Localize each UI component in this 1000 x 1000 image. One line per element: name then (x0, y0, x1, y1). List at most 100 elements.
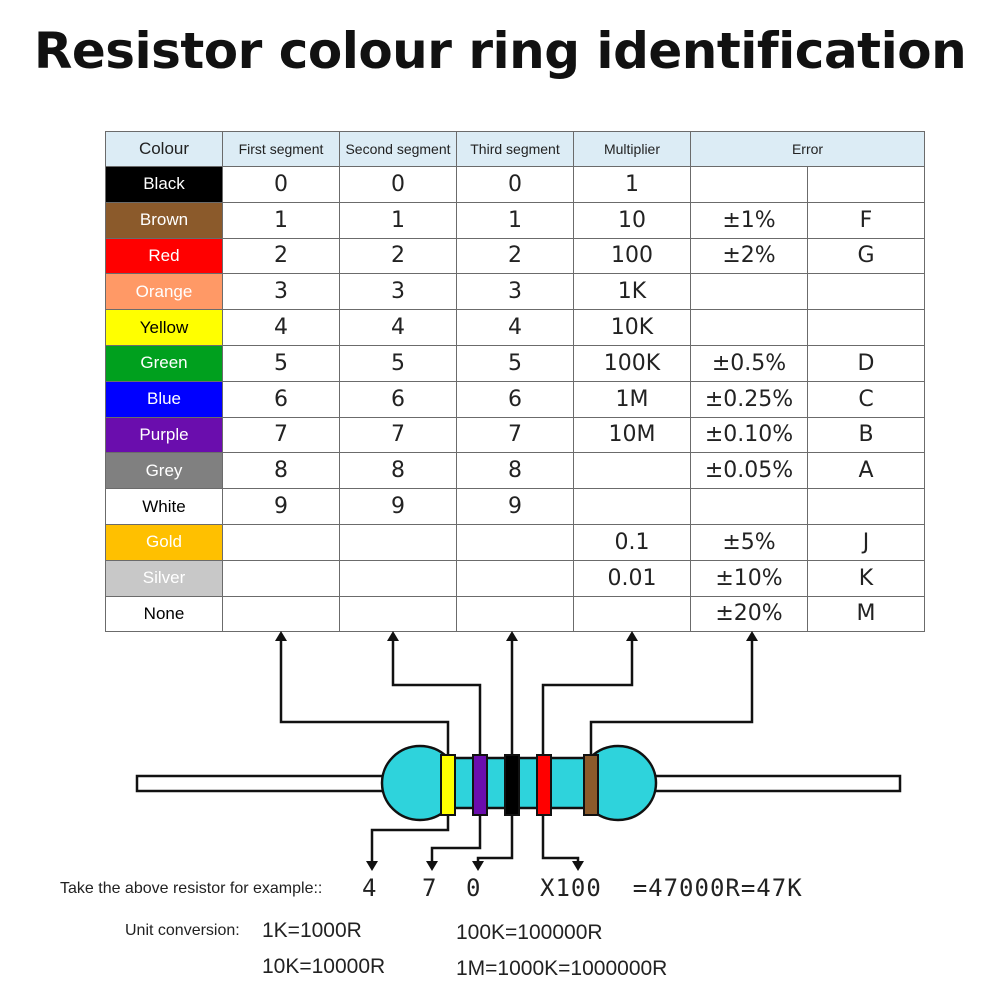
example-digit-3: 0 (466, 874, 481, 902)
second-segment-cell: 3 (339, 273, 457, 311)
arrow-band1-to-first (275, 631, 450, 757)
colour-swatch-cell: Brown (105, 201, 223, 239)
tolerance-code-cell: F (807, 201, 925, 239)
first-segment-cell: 3 (222, 273, 340, 311)
resistor-lead-left (135, 774, 389, 793)
tolerance-cell: ±0.10% (690, 416, 808, 454)
tolerance-code-cell: M (807, 595, 925, 633)
header-third-segment: Third segment (456, 131, 574, 167)
colour-swatch-cell: Red (105, 237, 223, 275)
colour-swatch-cell: Green (105, 344, 223, 382)
first-segment-cell: 7 (222, 416, 340, 454)
table-row: None ±20%M (105, 595, 925, 633)
tolerance-code-cell (807, 309, 925, 346)
multiplier-cell: 100K (573, 344, 691, 382)
unit-conversion-10k: 10K=10000R (262, 955, 386, 978)
arrow-band4-to-multiplier (541, 815, 584, 871)
tolerance-cell: ±0.25% (690, 380, 808, 418)
tolerance-code-cell: C (807, 380, 925, 418)
tolerance-code-cell: G (807, 237, 925, 275)
tolerance-cell: ±2% (690, 237, 808, 275)
colour-swatch-cell: Black (105, 166, 223, 203)
example-result: X100 =47000R=47K (540, 874, 803, 902)
second-segment-cell: 5 (339, 344, 457, 382)
tolerance-code-cell (807, 488, 925, 525)
tolerance-cell (690, 273, 808, 311)
tolerance-cell: ±20% (690, 595, 808, 633)
pointer-arrows-up (275, 631, 758, 757)
unit-conversion-1m: 1M=1000K=1000000R (456, 957, 668, 980)
header-first-segment: First segment (222, 131, 340, 167)
unit-conversion-100k: 100K=100000R (456, 921, 603, 944)
third-segment-cell: 6 (456, 380, 574, 418)
unit-conversion-1k: 1K=1000R (262, 919, 362, 942)
second-segment-cell: 0 (339, 166, 457, 203)
multiplier-cell: 0.1 (573, 523, 691, 561)
unit-conversion-label: Unit conversion: (125, 922, 240, 939)
multiplier-cell: 1M (573, 380, 691, 418)
third-segment-cell: 0 (456, 166, 574, 203)
tolerance-code-cell (807, 166, 925, 203)
tolerance-cell: ±10% (690, 559, 808, 597)
header-error: Error (690, 131, 925, 167)
example-digit-2: 7 (422, 874, 437, 902)
band-2-purple (472, 754, 488, 816)
third-segment-cell: 9 (456, 488, 574, 525)
arrow-band1-to-digit1 (366, 815, 450, 871)
second-segment-cell: 9 (339, 488, 457, 525)
third-segment-cell (456, 595, 574, 633)
third-segment-cell: 3 (456, 273, 574, 311)
arrow-band2-to-second (387, 631, 482, 757)
band-4-red (536, 754, 552, 816)
header-colour: Colour (105, 131, 223, 167)
multiplier-cell: 1 (573, 166, 691, 203)
arrow-band4-to-multiplier (541, 631, 638, 757)
second-segment-cell: 1 (339, 201, 457, 239)
third-segment-cell: 1 (456, 201, 574, 239)
arrow-band2-to-digit2 (426, 815, 482, 871)
tolerance-code-cell (807, 273, 925, 311)
page-title: Resistor colour ring identification (33, 22, 967, 80)
tolerance-cell: ±0.05% (690, 452, 808, 490)
colour-swatch-cell: Silver (105, 559, 223, 597)
colour-code-table: Colour First segment Second segment Thir… (105, 131, 925, 633)
multiplier-cell (573, 488, 691, 525)
resistor-lead-right (648, 774, 902, 793)
third-segment-cell: 4 (456, 309, 574, 346)
colour-swatch-cell: White (105, 488, 223, 525)
table-header-row: Colour First segment Second segment Thir… (105, 131, 925, 167)
multiplier-cell: 10 (573, 201, 691, 239)
example-label: Take the above resistor for example:: (60, 880, 323, 897)
multiplier-cell: 10K (573, 309, 691, 346)
third-segment-cell: 7 (456, 416, 574, 454)
multiplier-cell: 0.01 (573, 559, 691, 597)
arrow-band5-to-error (589, 631, 758, 757)
colour-swatch-cell: Gold (105, 523, 223, 561)
band-3-black (504, 754, 520, 816)
colour-swatch-cell: Purple (105, 416, 223, 454)
example-digit-1: 4 (362, 874, 377, 902)
header-second-segment: Second segment (339, 131, 457, 167)
multiplier-cell: 1K (573, 273, 691, 311)
tolerance-cell: ±0.5% (690, 344, 808, 382)
first-segment-cell: 0 (222, 166, 340, 203)
arrow-band3-to-digit3 (472, 815, 514, 871)
colour-swatch-cell: None (105, 595, 223, 633)
colour-swatch-cell: Grey (105, 452, 223, 490)
second-segment-cell: 7 (339, 416, 457, 454)
second-segment-cell: 4 (339, 309, 457, 346)
band-1-yellow (440, 754, 456, 816)
band-5-brown (583, 754, 599, 816)
